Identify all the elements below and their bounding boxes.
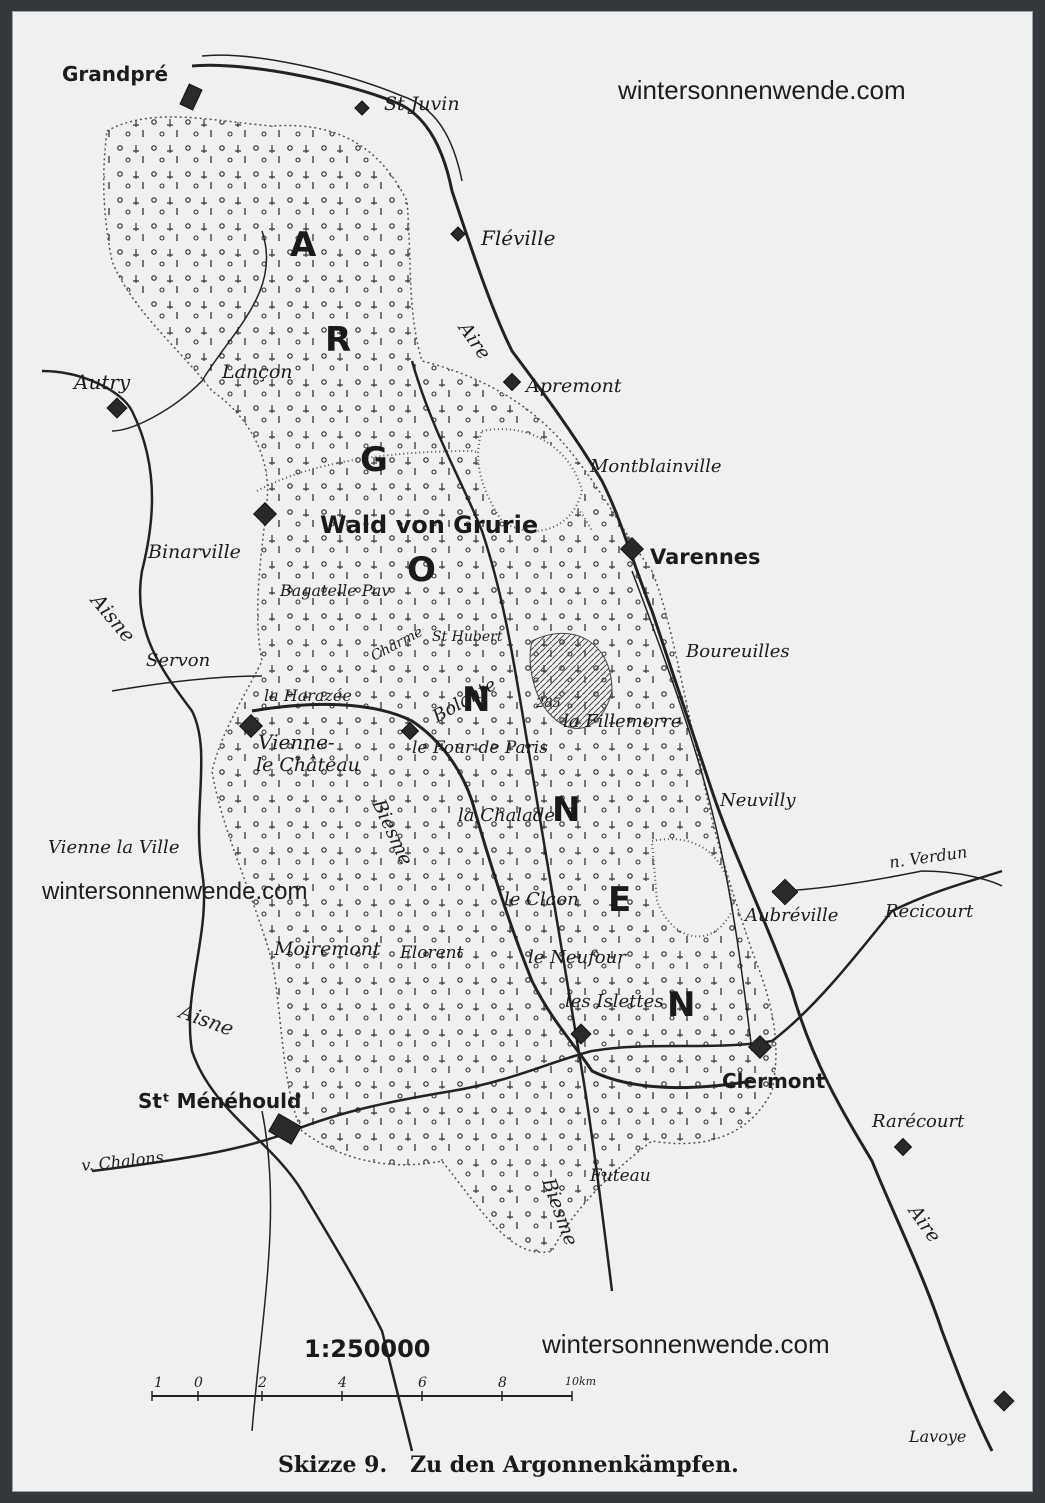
- place-futeau: Futeau: [589, 1166, 651, 1186]
- place-n-verdun: n. Verdun: [888, 842, 968, 872]
- place-servon: Servon: [146, 650, 210, 671]
- place-recicourt: Récicourt: [884, 901, 974, 922]
- place-clermont: Clermont: [722, 1069, 826, 1093]
- place-florent: Florent: [399, 943, 464, 963]
- region-letter-g: G: [360, 440, 388, 480]
- place-le-chateau: le Château: [256, 754, 360, 776]
- place-height-285: 285: [535, 696, 561, 711]
- scale-tick-0: 0: [194, 1375, 203, 1391]
- place-aubreville: Aubréville: [743, 905, 838, 926]
- place-les-islettes: les Islettes: [565, 991, 663, 1012]
- place-neuvilly: Neuvilly: [719, 790, 796, 811]
- scale-tick-10km: 10km: [565, 1375, 596, 1388]
- river-aisne-south: Aisne: [174, 998, 237, 1040]
- scale-ratio: 1:250000: [304, 1335, 431, 1363]
- place-la-fillemorre: la Fillemorre: [563, 711, 681, 732]
- region-letter-n3: N: [667, 985, 695, 1025]
- place-boureuilles: Boureuilles: [685, 641, 790, 662]
- scale-tick-4: 4: [337, 1375, 347, 1391]
- scale-tick-6: 6: [418, 1375, 427, 1391]
- place-moiremont: Moiremont: [273, 938, 381, 960]
- place-la-chalade: la Chalade: [458, 805, 555, 826]
- place-lancon: Lançon: [221, 361, 293, 383]
- place-lavoye: Lavoye: [908, 1427, 966, 1446]
- river-aire-north: Aire: [453, 317, 495, 364]
- argonne-map: wintersonnenwende.com wintersonnenwende.…: [41, 54, 1015, 1478]
- place-montblainville: Montblainville: [589, 456, 722, 477]
- region-letter-e: E: [608, 880, 631, 920]
- river-aire-south: Aire: [903, 1200, 945, 1247]
- forest-label: Wald von Grurie: [320, 511, 538, 539]
- place-rarecourt: Rarécourt: [871, 1111, 965, 1132]
- scale-tick-8: 8: [498, 1375, 507, 1391]
- place-fleville: Fléville: [480, 226, 555, 250]
- place-le-four-de-paris: le Four de Paris: [412, 738, 548, 758]
- place-le-neufour: le Neufour: [528, 947, 627, 968]
- place-le-claon: le Claon: [504, 889, 579, 910]
- region-letter-n2: N: [552, 790, 580, 830]
- place-st-juvin: St Juvin: [384, 93, 460, 115]
- argonne-forest: [102, 116, 777, 1254]
- town-markers: [106, 83, 1015, 1412]
- river-aisne-north: Aisne: [85, 587, 141, 647]
- place-autry: Autry: [72, 370, 131, 394]
- region-letter-a: A: [290, 225, 317, 265]
- place-st-menehould: Stᵗ Ménéhould: [138, 1089, 301, 1113]
- watermark-bottom: wintersonnenwende.com: [541, 1329, 830, 1359]
- map-sheet: wintersonnenwende.com wintersonnenwende.…: [12, 11, 1033, 1492]
- scale-tick-1: 1: [154, 1375, 163, 1391]
- scale-tick-2: 2: [257, 1375, 267, 1391]
- scale-bar: 1:250000 1 0 2 4 6 8 10km: [151, 1335, 596, 1401]
- place-vienne-la-ville: Vienne la Ville: [48, 837, 179, 858]
- region-letter-r: R: [325, 320, 351, 360]
- place-v-chalons: v. Chalons: [80, 1147, 164, 1175]
- place-varennes: Varennes: [650, 545, 761, 569]
- region-letter-o: O: [407, 550, 436, 590]
- place-bagatelle: Bagatelle Pav: [279, 581, 390, 600]
- region-letter-n1: N: [462, 680, 490, 720]
- place-vienne: Vienne-: [258, 730, 335, 754]
- rivers-and-roads: [41, 54, 1003, 1452]
- watermark-middle: wintersonnenwende.com: [41, 878, 308, 905]
- map-caption: Skizze 9. Zu den Argonnenkämpfen.: [278, 1452, 739, 1478]
- watermark-top: wintersonnenwende.com: [617, 75, 906, 105]
- place-grandpre: Grandpré: [62, 62, 168, 86]
- place-apremont: Apremont: [524, 375, 622, 397]
- place-binarville: Binarville: [147, 541, 241, 563]
- place-la-harazee: la Harazée: [264, 686, 352, 705]
- place-st-hubert: St Hubert: [432, 629, 503, 645]
